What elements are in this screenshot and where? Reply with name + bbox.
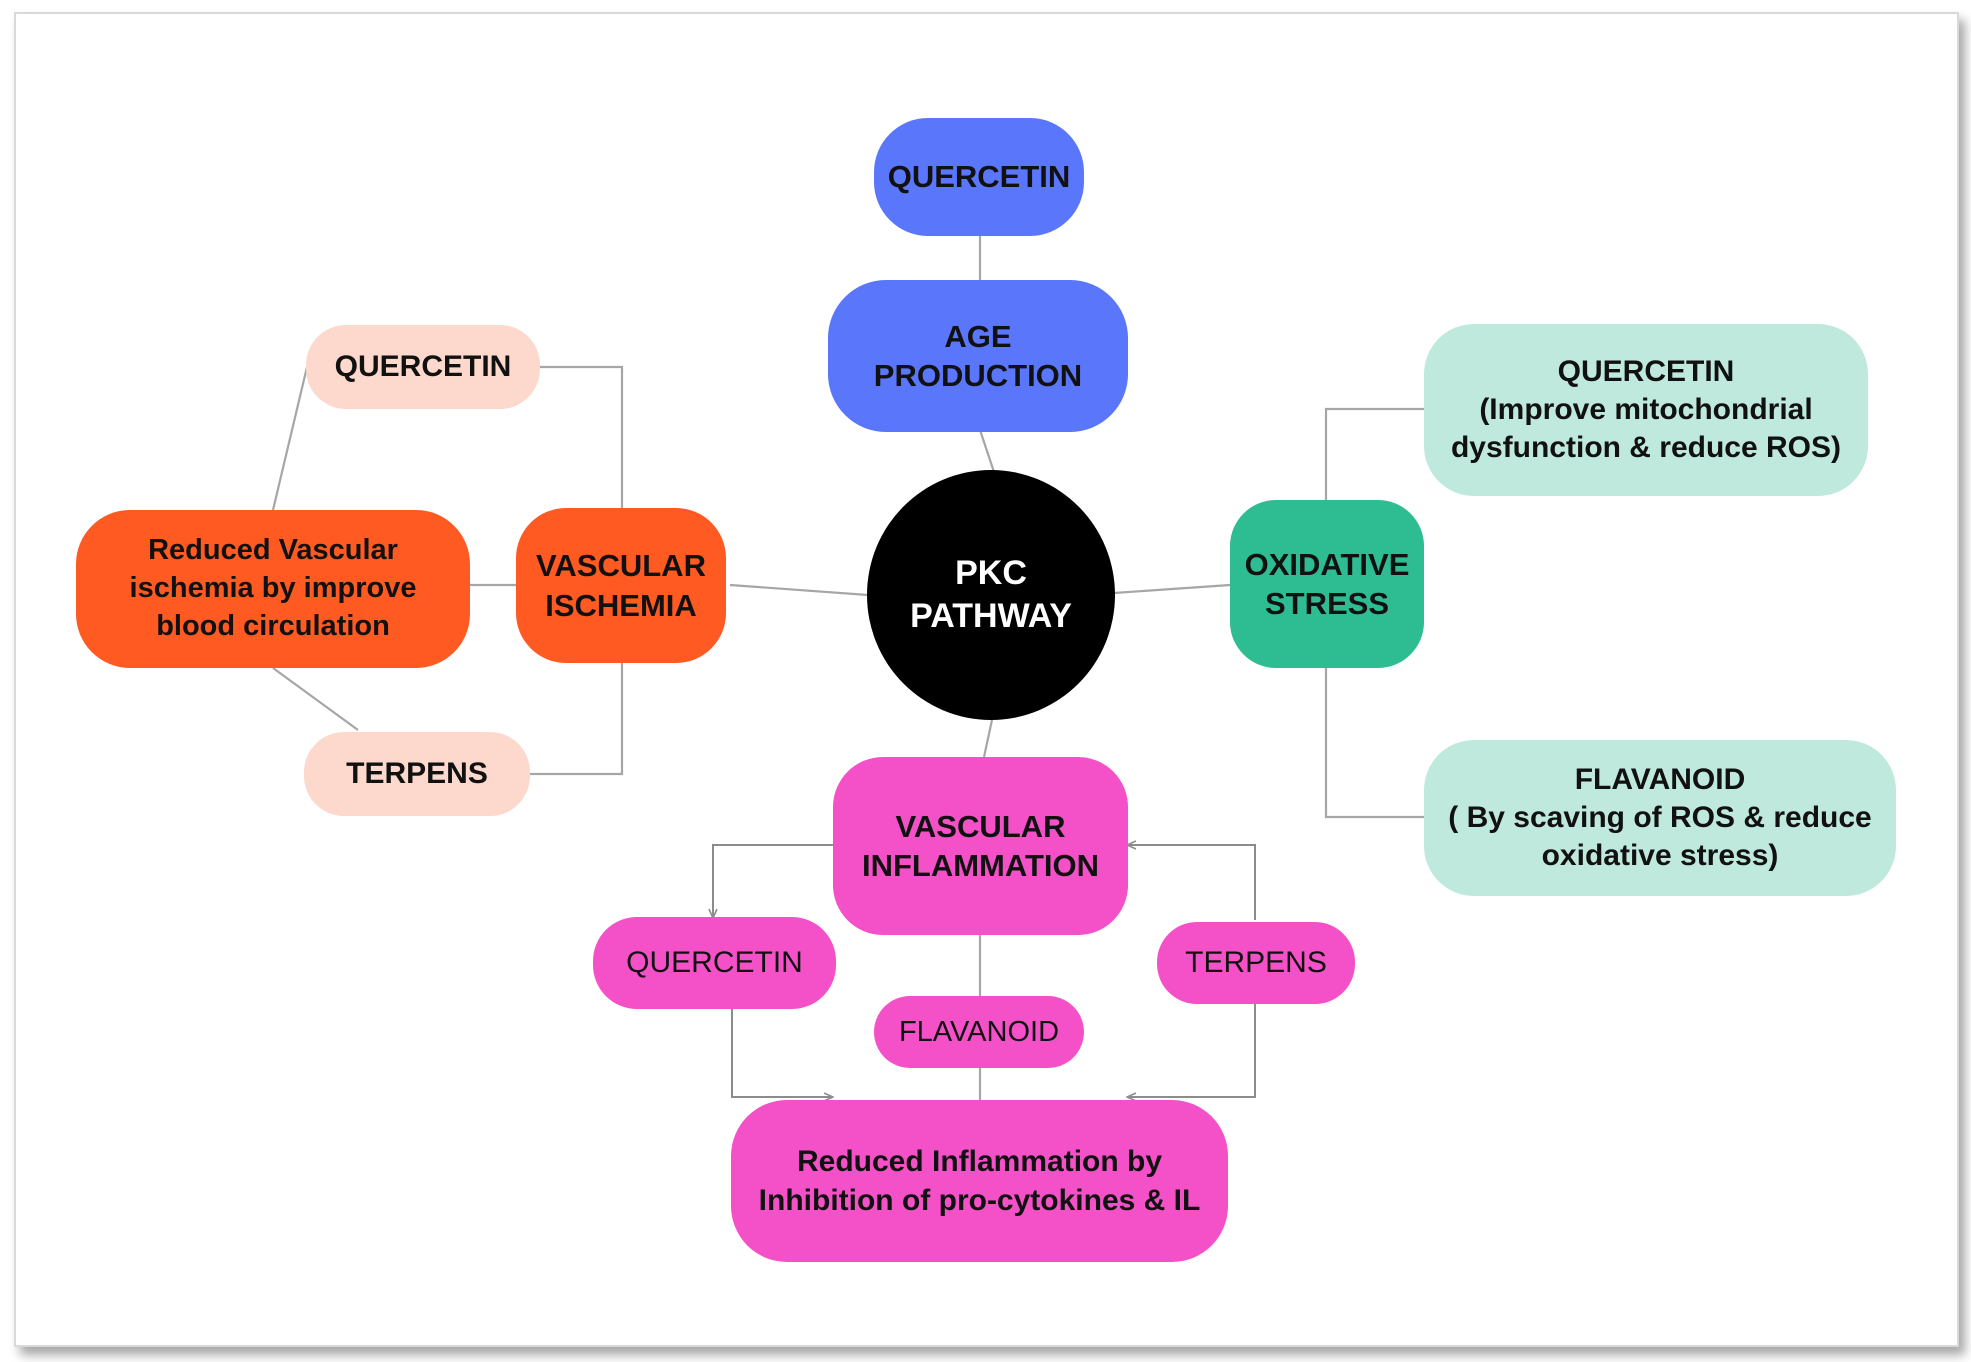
- ischemia-quercetin-label: QUERCETIN: [334, 350, 512, 384]
- age-quercetin-label: QUERCETIN: [887, 159, 1071, 195]
- ischemia-terpens-node: TERPENS: [304, 732, 530, 816]
- inflammation-outcome-line-2: Inhibition of pro-cytokines & IL: [758, 1184, 1201, 1217]
- vascular-inflammation-line-2: INFLAMMATION: [861, 848, 1100, 883]
- connector-center-ischemia: [729, 583, 869, 597]
- inflammation-quercetin-label: QUERCETIN: [626, 946, 803, 980]
- arrow-terpens-outcome: [1128, 1002, 1256, 1097]
- connector-ischemia-terpens: [530, 663, 624, 776]
- oxidative-flavanoid-effect-line-3: oxidative stress): [1541, 838, 1779, 872]
- connector-age-center: [978, 429, 996, 473]
- pkc-pathway-line-2: PATHWAY: [910, 597, 1072, 635]
- ischemia-terpens-label: TERPENS: [346, 757, 488, 791]
- oxidative-quercetin-effect-line-3: dysfunction & reduce ROS): [1450, 430, 1842, 464]
- inflammation-quercetin-node: QUERCETIN: [593, 917, 836, 1009]
- age-quercetin-node: QUERCETIN: [874, 118, 1084, 236]
- inflammation-flavanoid-node: FLAVANOID: [874, 996, 1084, 1068]
- oxidative-quercetin-effect-line-2: (Improve mitochondrial: [1479, 393, 1813, 427]
- oxidative-flavanoid-effect-line-1: FLAVANOID: [1574, 763, 1746, 797]
- inflammation-outcome-node: Reduced Inflammation by Inhibition of pr…: [731, 1100, 1228, 1262]
- oxidative-quercetin-effect-line-1: QUERCETIN: [1557, 355, 1735, 389]
- vascular-ischemia-line-1: VASCULAR: [536, 548, 706, 584]
- arrow-inflammation-quercetin: [713, 844, 833, 917]
- age-production-line-1: AGE: [944, 318, 1012, 354]
- ischemia-quercetin-node: QUERCETIN: [306, 325, 540, 409]
- pkc-pathway-node: PKC PATHWAY: [867, 470, 1115, 720]
- age-production-node: AGE PRODUCTION: [828, 280, 1128, 432]
- vascular-ischemia-node: VASCULAR ISCHEMIA: [516, 508, 726, 663]
- inflammation-outcome-line-1: Reduced Inflammation by: [796, 1145, 1163, 1178]
- oxidative-quercetin-effect-node: QUERCETIN (Improve mitochondrial dysfunc…: [1424, 324, 1868, 496]
- ischemia-outcome-line-3: blood circulation: [156, 609, 390, 642]
- arrow-terpens-inflammation: [1128, 845, 1256, 920]
- ischemia-outcome-line-1: Reduced Vascular: [148, 534, 398, 567]
- inflammation-terpens-node: TERPENS: [1157, 922, 1355, 1004]
- oxidative-stress-node: OXIDATIVE STRESS: [1230, 500, 1424, 668]
- connector-center-inflammation: [982, 719, 994, 758]
- vascular-ischemia-line-2: ISCHEMIA: [545, 587, 697, 623]
- connector-outcome-terpens: [272, 667, 359, 731]
- inflammation-flavanoid-label: FLAVANOID: [898, 1015, 1060, 1048]
- oxidative-stress-line-2: STRESS: [1264, 586, 1390, 621]
- connector-center-oxidative: [1113, 583, 1231, 595]
- inflammation-terpens-label: TERPENS: [1185, 946, 1327, 980]
- vascular-inflammation-line-1: VASCULAR: [895, 808, 1066, 844]
- oxidative-flavanoid-effect-line-2: ( By scaving of ROS & reduce: [1448, 801, 1872, 835]
- connector-outcome-quercetin: [271, 366, 309, 511]
- ischemia-outcome-line-2: ischemia by improve: [129, 572, 417, 605]
- connector-oxidative-effect2: [1324, 668, 1424, 819]
- vascular-inflammation-node: VASCULAR INFLAMMATION: [833, 757, 1128, 935]
- arrow-quercetin-outcome: [716, 1007, 832, 1097]
- pkc-pathway-line-1: PKC: [955, 554, 1027, 593]
- connector-oxidative-effect1: [1324, 407, 1424, 500]
- oxidative-flavanoid-effect-node: FLAVANOID ( By scaving of ROS & reduce o…: [1424, 740, 1896, 896]
- oxidative-stress-line-1: OXIDATIVE: [1244, 546, 1410, 582]
- age-production-line-2: PRODUCTION: [873, 358, 1083, 393]
- connector-ischemia-quercetin: [540, 365, 624, 508]
- ischemia-outcome-node: Reduced Vascular ischemia by improve blo…: [76, 510, 470, 668]
